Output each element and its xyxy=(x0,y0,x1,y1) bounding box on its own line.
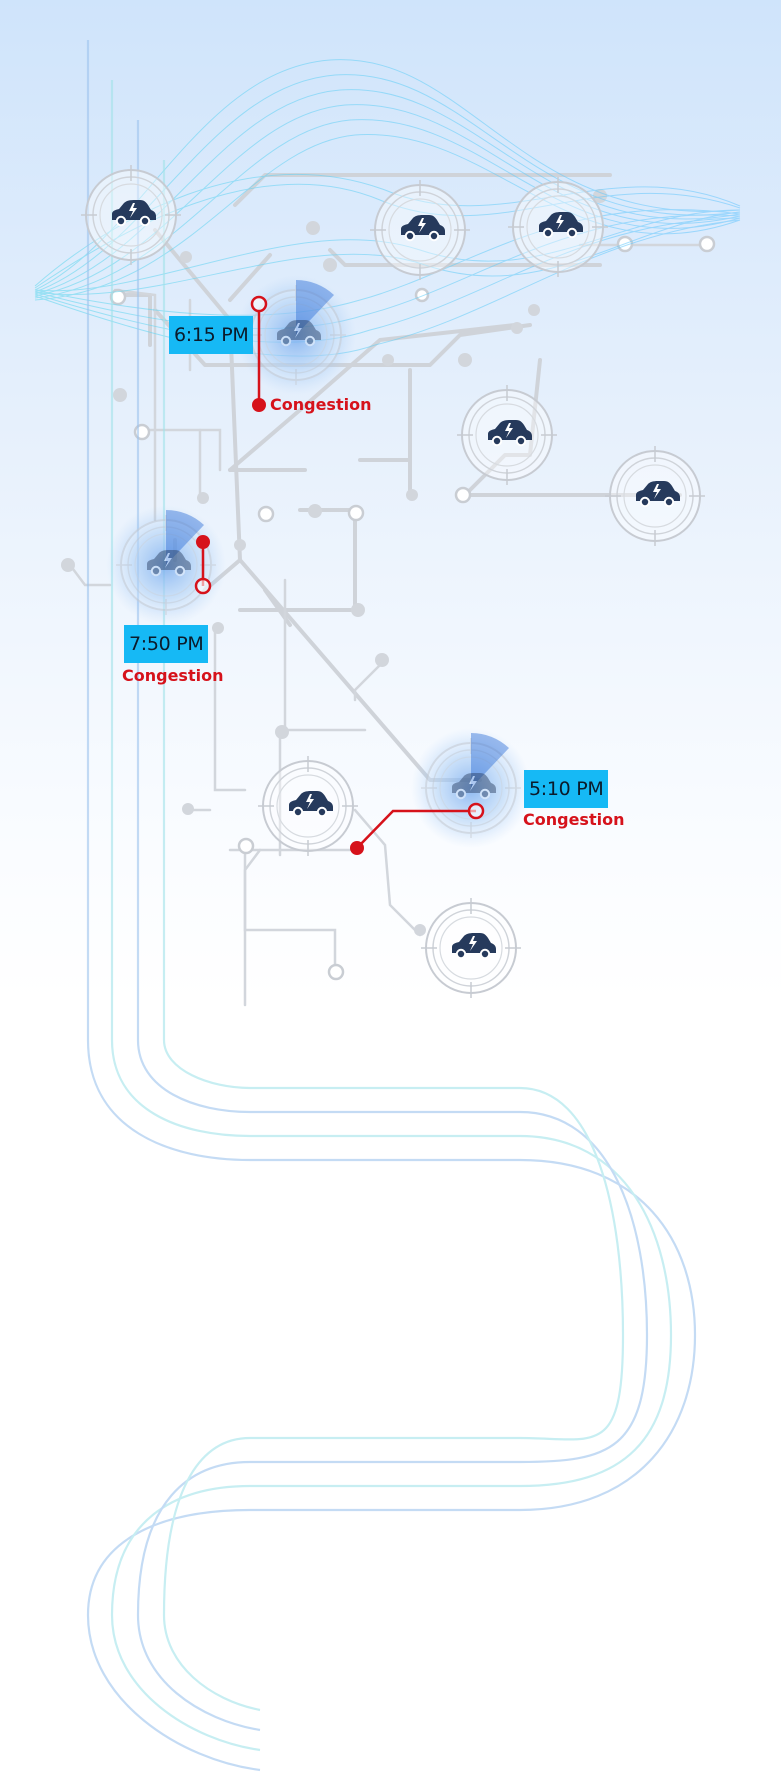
ev-node-6[interactable] xyxy=(257,755,359,857)
alert-time-label: 7:50 PM xyxy=(124,625,209,663)
pointer-ring-icon xyxy=(194,577,212,595)
alert-node-2[interactable] xyxy=(106,505,226,625)
pointer-dot-icon xyxy=(252,398,266,412)
pointer-ring-icon xyxy=(250,295,268,313)
ev-node-7[interactable] xyxy=(420,897,522,999)
alert-node-3[interactable] xyxy=(411,728,531,848)
pointer-dot-icon xyxy=(196,535,210,549)
circuit-dots xyxy=(61,189,607,936)
alert-pointer-1 xyxy=(250,295,268,412)
route-lines xyxy=(86,40,697,1772)
alert-status-label: Congestion xyxy=(270,395,372,414)
alert-pointer-3 xyxy=(350,802,485,855)
alert-status-label: Congestion xyxy=(523,810,625,829)
alert-node-1[interactable] xyxy=(236,275,356,395)
ev-node-4[interactable] xyxy=(456,384,558,486)
alert-time-label: 5:10 PM xyxy=(524,770,609,808)
ev-node-5[interactable] xyxy=(604,445,706,547)
pointer-dot-icon xyxy=(350,841,364,855)
alert-pointer-2 xyxy=(194,535,212,595)
alert-status-label: Congestion xyxy=(122,666,224,685)
alert-time-label: 6:15 PM xyxy=(169,316,254,354)
ev-node-3[interactable] xyxy=(507,176,609,278)
pointer-ring-icon xyxy=(467,802,485,820)
circuit-thin xyxy=(68,243,712,1007)
circuit-junctions xyxy=(109,235,716,981)
